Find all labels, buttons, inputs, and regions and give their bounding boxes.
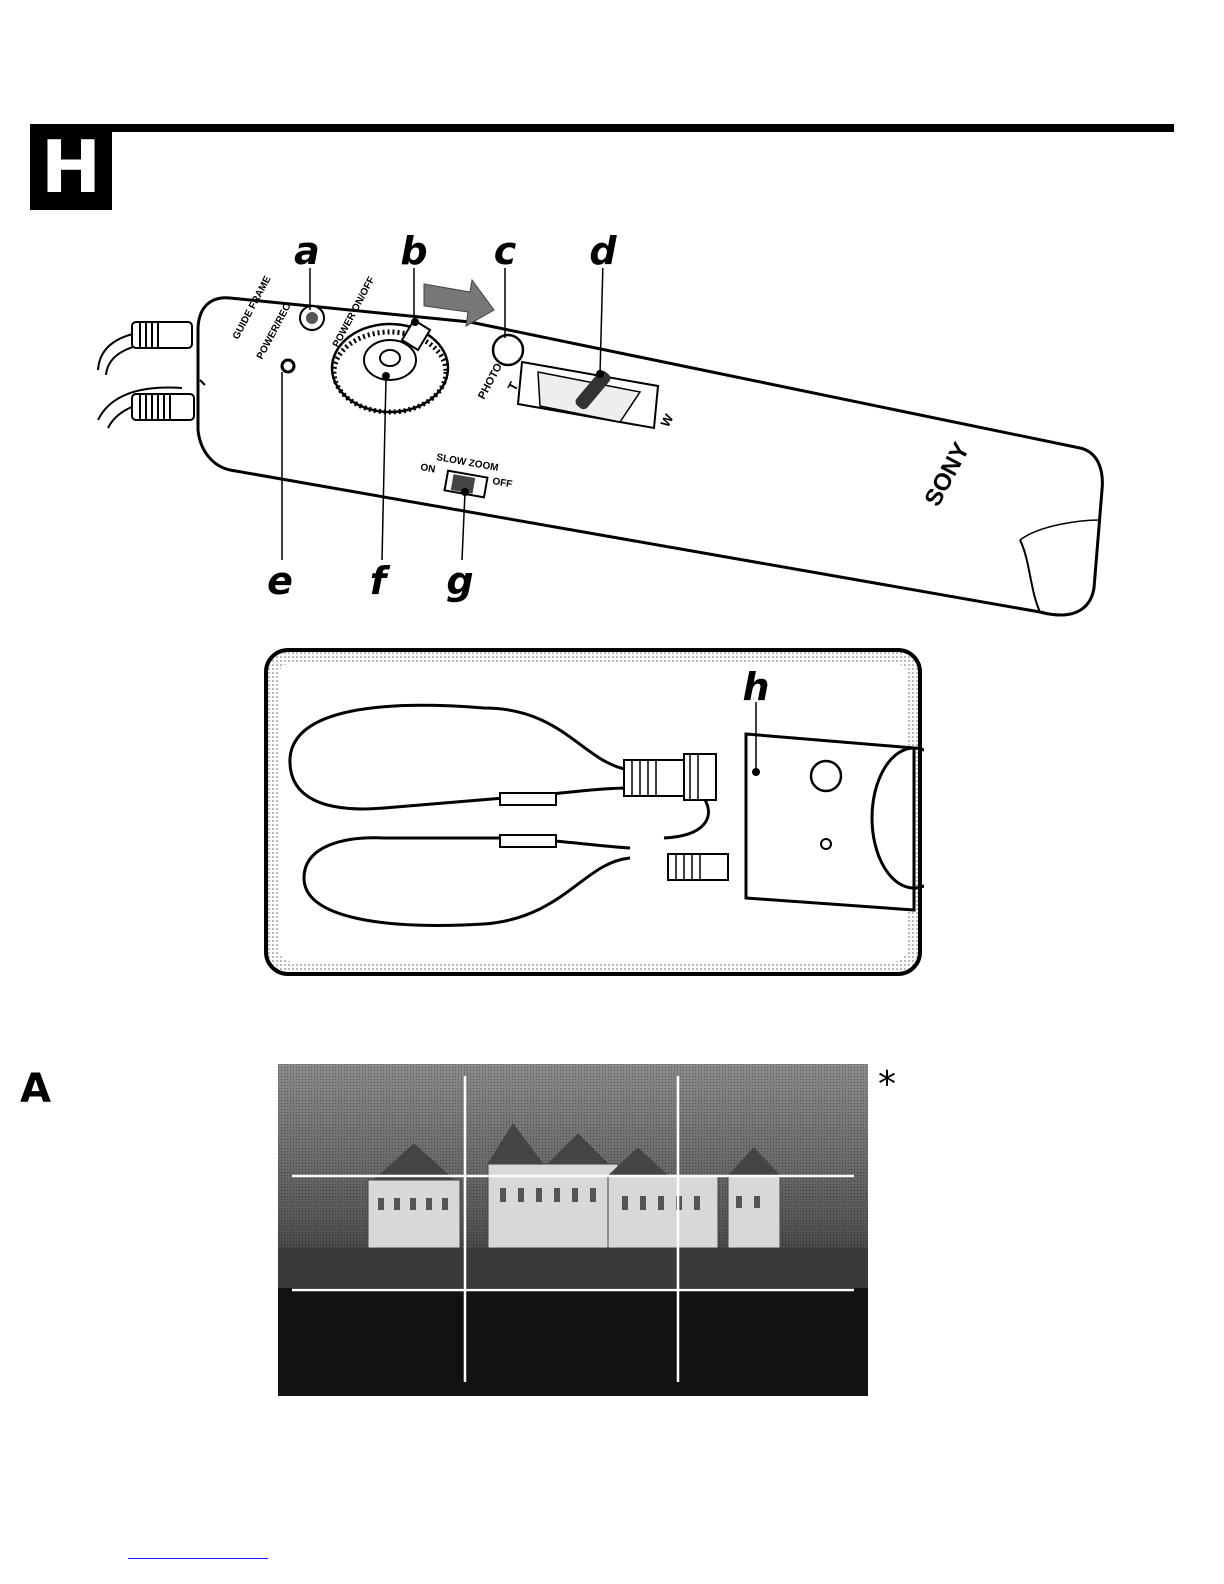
remote-illustration: GUIDE FRAME POWER/REC POWER ON/OFF PHOTO… (90, 268, 1130, 628)
callout-c: c (494, 232, 517, 270)
section-letter-box: H (30, 124, 112, 210)
section-rule (112, 124, 1174, 132)
cable-plug-graphic (132, 322, 194, 420)
figure-a-label: A (20, 1066, 51, 1112)
photo-button (493, 335, 523, 365)
guide-frame-photo (278, 1064, 868, 1396)
callout-b: b (400, 232, 427, 270)
asterisk-note-marker: * (878, 1064, 896, 1105)
power-rec-lamp (282, 360, 294, 372)
callout-h: h (742, 668, 769, 706)
callout-d: d (589, 232, 616, 270)
footer-link-underline (128, 1558, 268, 1559)
callout-a: a (294, 232, 320, 270)
inset-panel (264, 648, 924, 978)
